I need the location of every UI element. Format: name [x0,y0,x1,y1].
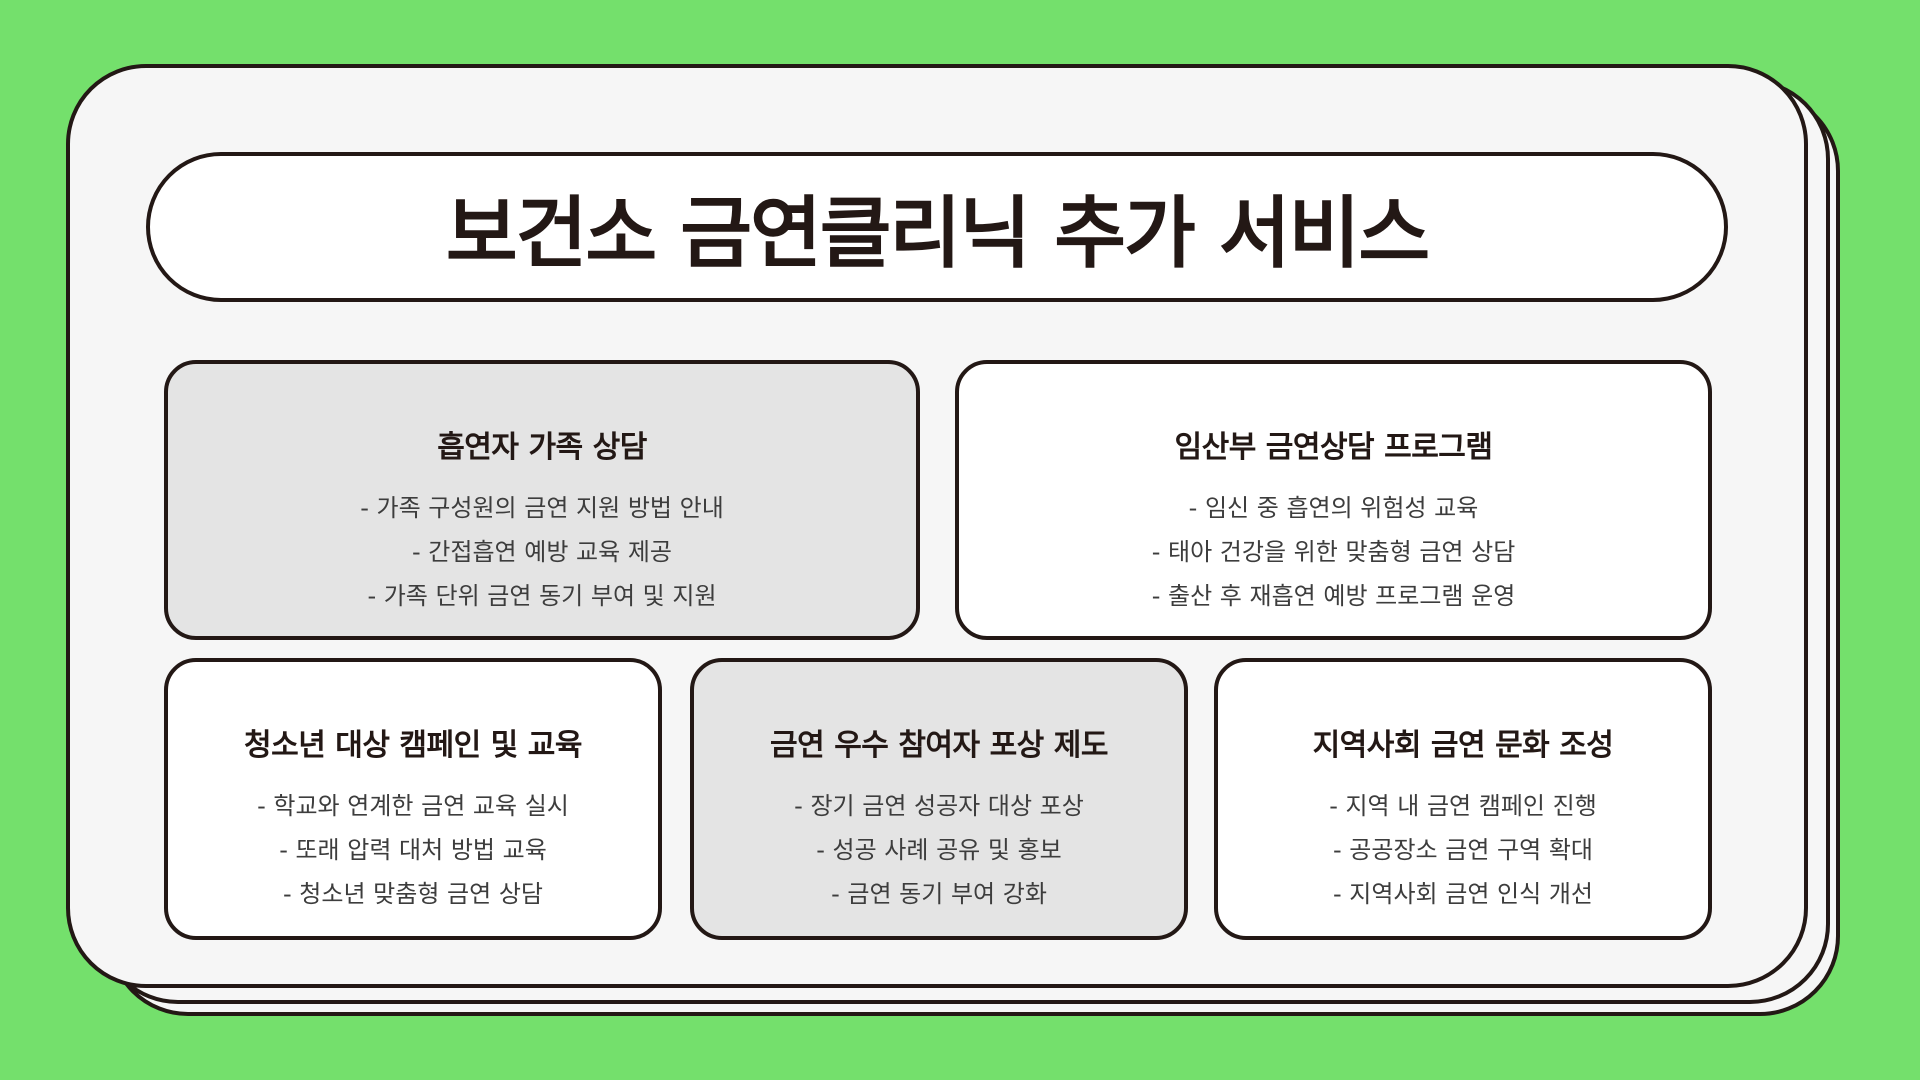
list-item: - 임신 중 흡연의 위험성 교육 [1188,494,1479,522]
page-title: 보건소 금연클리닉 추가 서비스 [445,189,1430,279]
card-item-list: - 지역 내 금연 캠페인 진행 - 공공장소 금연 구역 확대 - 지역사회 … [1329,784,1597,916]
list-item: - 지역 내 금연 캠페인 진행 [1329,792,1597,820]
title-banner: 보건소 금연클리닉 추가 서비스 [146,152,1728,302]
list-item: - 출산 후 재흡연 예방 프로그램 운영 [1151,582,1516,610]
card-item-list: - 학교와 연계한 금연 교육 실시 - 또래 압력 대처 방법 교육 - 청소… [257,784,569,916]
list-item: - 성공 사례 공유 및 홍보 [816,836,1062,864]
list-item: - 장기 금연 성공자 대상 포상 [794,792,1084,820]
list-item: - 학교와 연계한 금연 교육 실시 [257,792,569,820]
list-item: - 가족 단위 금연 동기 부여 및 지원 [367,582,717,610]
card-title: 청소년 대상 캠페인 및 교육 [244,728,582,763]
card-title: 금연 우수 참여자 포상 제도 [770,728,1108,763]
list-item: - 지역사회 금연 인식 개선 [1333,880,1593,908]
card-youth-campaign: 청소년 대상 캠페인 및 교육 - 학교와 연계한 금연 교육 실시 - 또래 … [164,658,662,940]
list-item: - 태아 건강을 위한 맞춤형 금연 상담 [1151,538,1516,566]
card-smoker-family-counseling: 흡연자 가족 상담 - 가족 구성원의 금연 지원 방법 안내 - 간접흡연 예… [164,360,920,640]
list-item: - 또래 압력 대처 방법 교육 [279,836,547,864]
list-item: - 금연 동기 부여 강화 [831,880,1047,908]
card-title: 임산부 금연상담 프로그램 [1174,430,1494,465]
card-item-list: - 가족 구성원의 금연 지원 방법 안내 - 간접흡연 예방 교육 제공 - … [360,486,724,618]
card-item-list: - 임신 중 흡연의 위험성 교육 - 태아 건강을 위한 맞춤형 금연 상담 … [1152,486,1516,618]
list-item: - 간접흡연 예방 교육 제공 [412,538,672,566]
card-item-list: - 장기 금연 성공자 대상 포상 - 성공 사례 공유 및 홍보 - 금연 동… [794,784,1084,916]
card-title: 지역사회 금연 문화 조성 [1312,728,1614,763]
list-item: - 가족 구성원의 금연 지원 방법 안내 [360,494,724,522]
card-title: 흡연자 가족 상담 [437,430,647,465]
card-reward-system: 금연 우수 참여자 포상 제도 - 장기 금연 성공자 대상 포상 - 성공 사… [690,658,1188,940]
list-item: - 공공장소 금연 구역 확대 [1333,836,1593,864]
card-pregnant-women-program: 임산부 금연상담 프로그램 - 임신 중 흡연의 위험성 교육 - 태아 건강을… [955,360,1712,640]
card-community-culture: 지역사회 금연 문화 조성 - 지역 내 금연 캠페인 진행 - 공공장소 금연… [1214,658,1712,940]
list-item: - 청소년 맞춤형 금연 상담 [283,880,543,908]
